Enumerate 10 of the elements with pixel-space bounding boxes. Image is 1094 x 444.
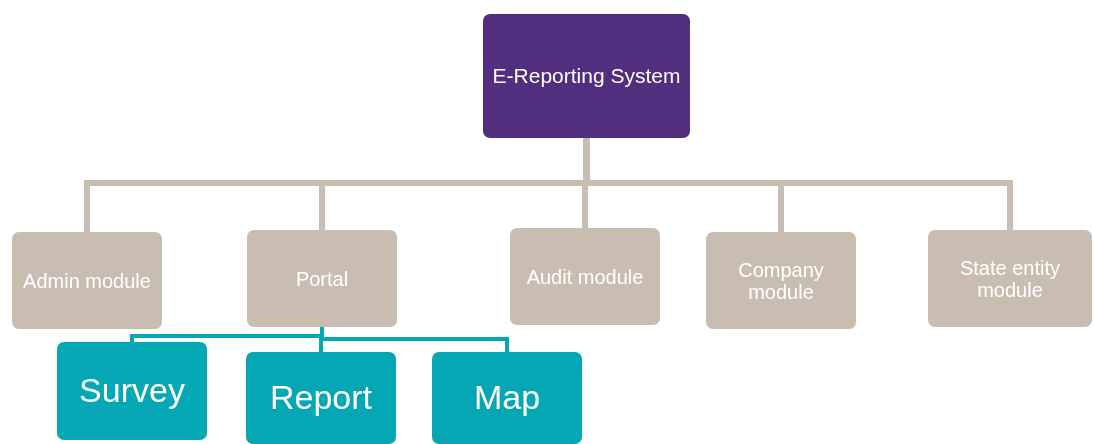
module-box: Portal [247,230,397,327]
module-box: Admin module [12,232,162,329]
module-box: Company module [706,232,856,329]
module-box: State entity module [928,230,1092,327]
system-box: E-Reporting System [483,14,690,138]
feature-box: Map [432,352,582,444]
connector-line [583,138,1013,230]
module-box: Audit module [510,228,660,325]
feature-box: Survey [57,342,207,440]
feature-box: Report [246,352,396,444]
